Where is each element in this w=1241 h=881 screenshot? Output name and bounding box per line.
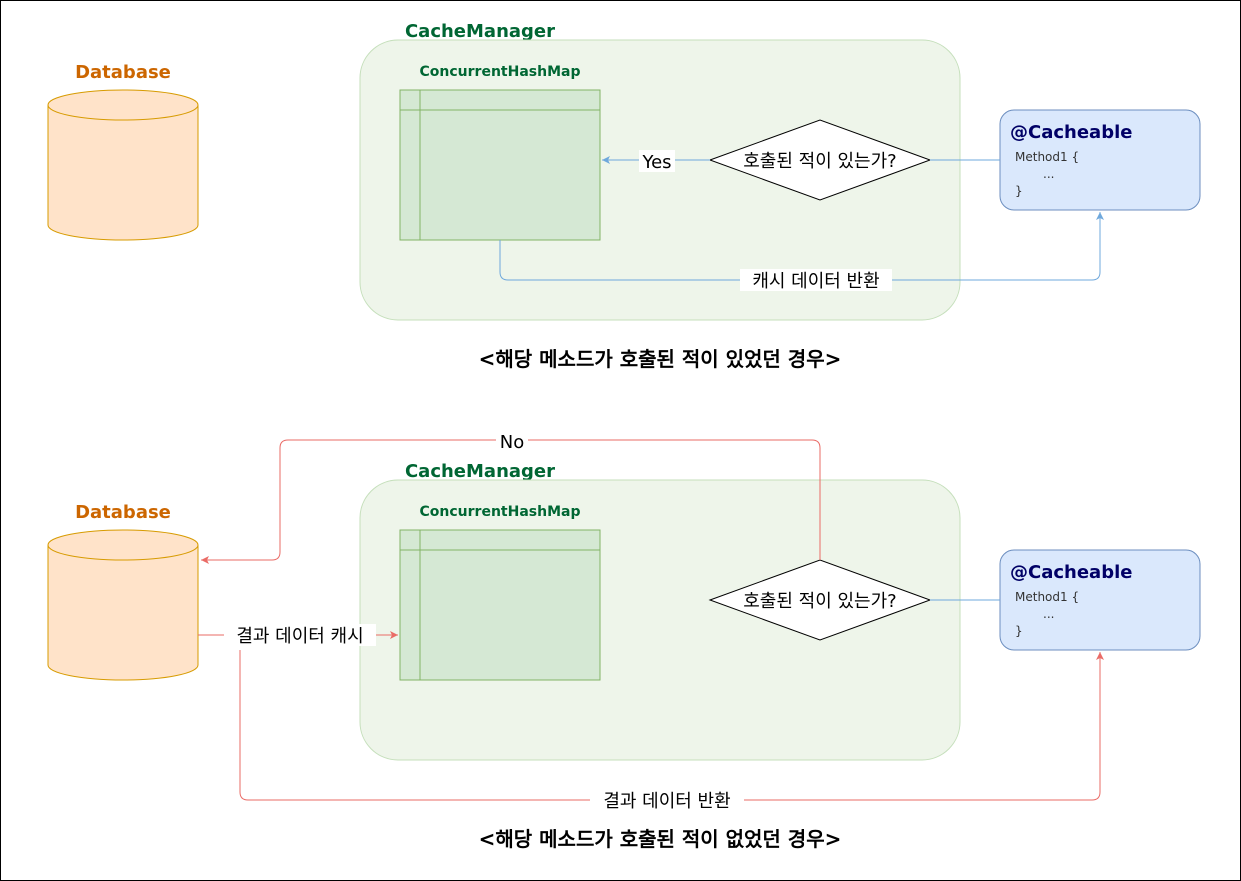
caption-uncached: <해당 메소드가 호출된 적이 없었던 경우> [479, 827, 842, 851]
database-cylinder [47, 89, 199, 241]
annotation-line-3: } [1015, 184, 1023, 198]
annotation-title: @Cacheable [1010, 562, 1132, 583]
concurrent-hash-map-table [399, 529, 601, 681]
annotation-line-3: } [1015, 624, 1023, 638]
annotation-line-1: Method1 { [1015, 590, 1079, 604]
cache-result-label: 결과 데이터 캐시 [236, 626, 363, 647]
annotation-line-2: ... [1043, 607, 1054, 621]
no-label: No [500, 432, 524, 453]
scenario-cached: Database CacheManager ConcurrentHashMap … [47, 21, 1201, 371]
no-edge [201, 439, 821, 564]
annotation-title: @Cacheable [1010, 122, 1132, 143]
database-cylinder [47, 529, 199, 681]
database-label: Database [75, 502, 171, 523]
decision-text: 호출된 적이 있는가? [743, 591, 896, 612]
concurrent-hash-map-label: ConcurrentHashMap [420, 64, 581, 80]
caption-cached: <해당 메소드가 호출된 적이 있었던 경우> [479, 347, 842, 371]
annotation-line-1: Method1 { [1015, 150, 1079, 164]
yes-label: Yes [641, 152, 671, 173]
return-result-label: 결과 데이터 반환 [603, 791, 730, 812]
cache-manager-label: CacheManager [405, 461, 555, 482]
concurrent-hash-map-label: ConcurrentHashMap [420, 504, 581, 520]
cache-manager-label: CacheManager [405, 21, 555, 42]
concurrent-hash-map-table [399, 89, 601, 241]
annotation-line-2: ... [1043, 167, 1054, 181]
return-cached-label: 캐시 데이터 반환 [752, 271, 879, 292]
scenario-uncached: Database CacheManager ConcurrentHashMap … [47, 430, 1201, 851]
decision-text: 호출된 적이 있는가? [743, 151, 896, 172]
database-label: Database [75, 62, 171, 83]
